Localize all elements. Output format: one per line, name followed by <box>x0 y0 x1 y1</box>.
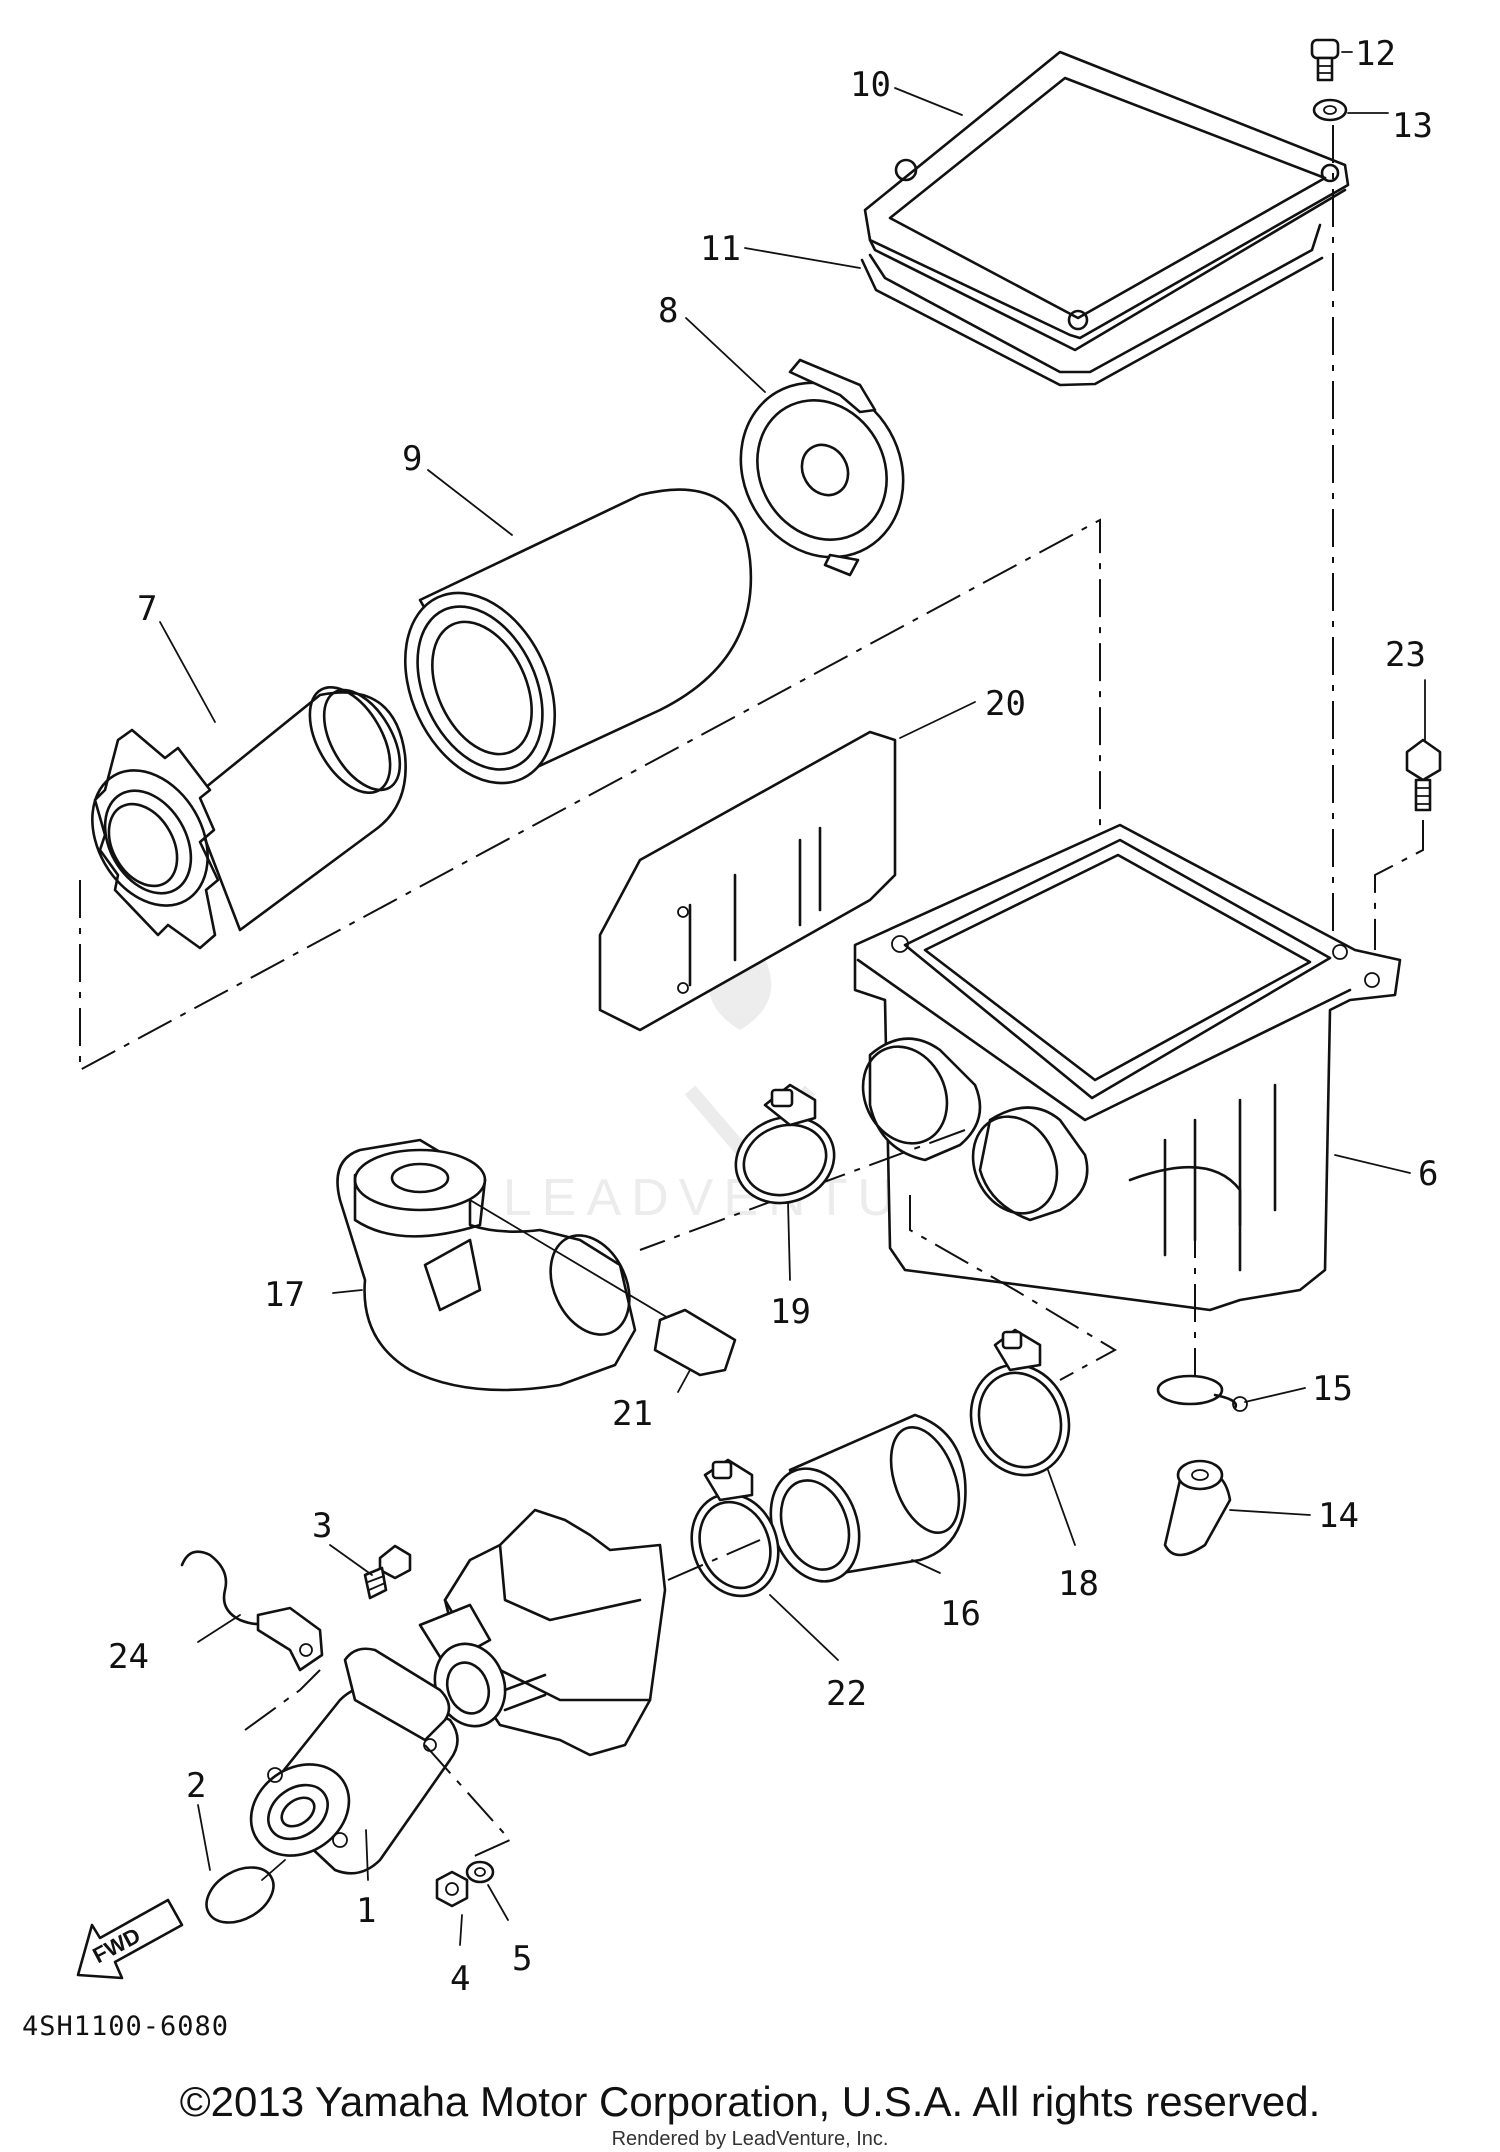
callout-7: 7 <box>137 589 157 629</box>
callout-10: 10 <box>850 65 891 105</box>
callout-6: 6 <box>1418 1154 1438 1194</box>
callout-23: 23 <box>1385 635 1426 675</box>
callout-22: 22 <box>826 1674 867 1714</box>
part-24-cable-holder[interactable] <box>182 1552 322 1670</box>
part-7-intake-duct[interactable] <box>69 674 416 948</box>
part-21-connector[interactable] <box>470 1200 735 1375</box>
rendered-by-credit: Rendered by LeadVenture, Inc. <box>611 2128 889 2150</box>
callout-8: 8 <box>658 291 678 331</box>
callouts: 10 12 13 11 8 9 7 23 20 6 17 19 21 15 3 … <box>108 34 1438 1999</box>
callout-18: 18 <box>1058 1564 1099 1604</box>
assembly-line-2 <box>262 1860 285 1880</box>
assembly-line-7 <box>80 520 1100 1270</box>
callout-17: 17 <box>264 1275 305 1315</box>
assembly-line-23 <box>1375 820 1423 950</box>
part-23-bolt[interactable] <box>1407 740 1440 810</box>
carburetor-reference <box>420 1510 665 1755</box>
callout-5: 5 <box>512 1939 532 1979</box>
part-4-nut[interactable] <box>437 1872 467 1906</box>
part-3-screw[interactable] <box>365 1546 410 1598</box>
callout-1: 1 <box>356 1891 376 1931</box>
part-5-washer[interactable] <box>467 1862 493 1882</box>
callout-12: 12 <box>1355 34 1396 74</box>
callout-24: 24 <box>108 1637 149 1677</box>
callout-4: 4 <box>450 1959 470 1999</box>
diagram-code: 4SH1100-6080 <box>22 2011 229 2042</box>
callout-16: 16 <box>940 1594 981 1634</box>
copyright-notice: ©2013 Yamaha Motor Corporation, U.S.A. A… <box>179 2078 1321 2125</box>
assembly-line-5 <box>425 1745 510 1858</box>
assembly-line-19 <box>640 1130 965 1250</box>
callout-14: 14 <box>1318 1496 1359 1536</box>
part-6-air-box-case[interactable] <box>848 825 1400 1310</box>
assembly-line-22 <box>668 1540 760 1580</box>
part-19-hose-clamp[interactable] <box>724 1085 847 1217</box>
callout-2: 2 <box>186 1766 206 1806</box>
callout-9: 9 <box>402 439 422 479</box>
callout-21: 21 <box>612 1394 653 1434</box>
callout-15: 15 <box>1312 1369 1353 1409</box>
part-15-drain-plug[interactable] <box>1158 1376 1247 1411</box>
assembly-line-18 <box>910 1195 1115 1380</box>
part-14-drain-cap[interactable] <box>1165 1461 1230 1555</box>
part-9-filter-element[interactable] <box>376 490 751 808</box>
part-8-filter-cap[interactable] <box>709 353 934 587</box>
part-1-manifold-joint[interactable] <box>233 1649 457 1874</box>
callout-19: 19 <box>770 1292 811 1332</box>
part-17-joint[interactable] <box>338 1140 645 1390</box>
part-22-hose-clamp[interactable] <box>678 1460 793 1608</box>
part-20-plate[interactable] <box>600 732 895 1030</box>
part-12-screw[interactable] <box>1312 40 1338 80</box>
part-11-cover-seal[interactable] <box>862 225 1322 385</box>
part-18-hose-clamp[interactable] <box>956 1330 1085 1489</box>
forward-arrow-icon: FWD <box>78 1900 182 1978</box>
part-10-air-box-cover[interactable] <box>865 52 1348 350</box>
part-16-hose[interactable] <box>756 1415 972 1594</box>
callout-3: 3 <box>312 1506 332 1546</box>
leader-lines <box>160 52 1425 1945</box>
callout-13: 13 <box>1392 106 1433 146</box>
callout-20: 20 <box>985 684 1026 724</box>
part-2-o-ring[interactable] <box>197 1856 283 1934</box>
callout-11: 11 <box>700 229 741 269</box>
assembly-line-3 <box>245 1670 320 1730</box>
part-13-washer[interactable] <box>1314 100 1346 120</box>
